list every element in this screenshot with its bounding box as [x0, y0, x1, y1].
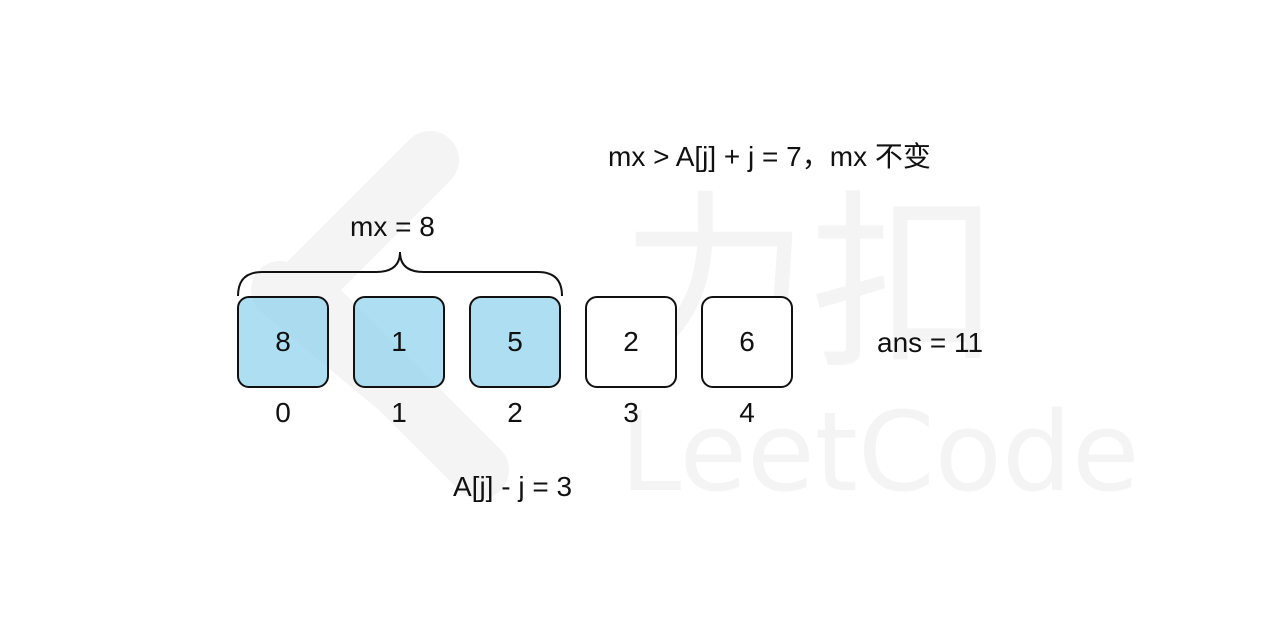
- array-cell: 8: [237, 296, 329, 388]
- array-index: 4: [739, 397, 755, 428]
- array-cell: 2: [585, 296, 677, 388]
- array-index: 0: [275, 397, 291, 428]
- array-cell: 6: [701, 296, 793, 388]
- array-index: 2: [507, 397, 523, 428]
- array-index: 3: [623, 397, 639, 428]
- bottom-note: A[j] - j = 3: [453, 471, 573, 502]
- answer-label: ans = 11: [877, 327, 984, 358]
- watermark-cjk: 力扣: [620, 174, 1000, 395]
- watermark-text: LeetCode: [620, 388, 1139, 516]
- array-index: 1: [391, 397, 407, 428]
- top-note: mx > A[j] + j = 7，mx 不变: [608, 141, 931, 172]
- array-cell: 1: [353, 296, 445, 388]
- array-cell: 5: [469, 296, 561, 388]
- mx-label: mx = 8: [350, 211, 435, 242]
